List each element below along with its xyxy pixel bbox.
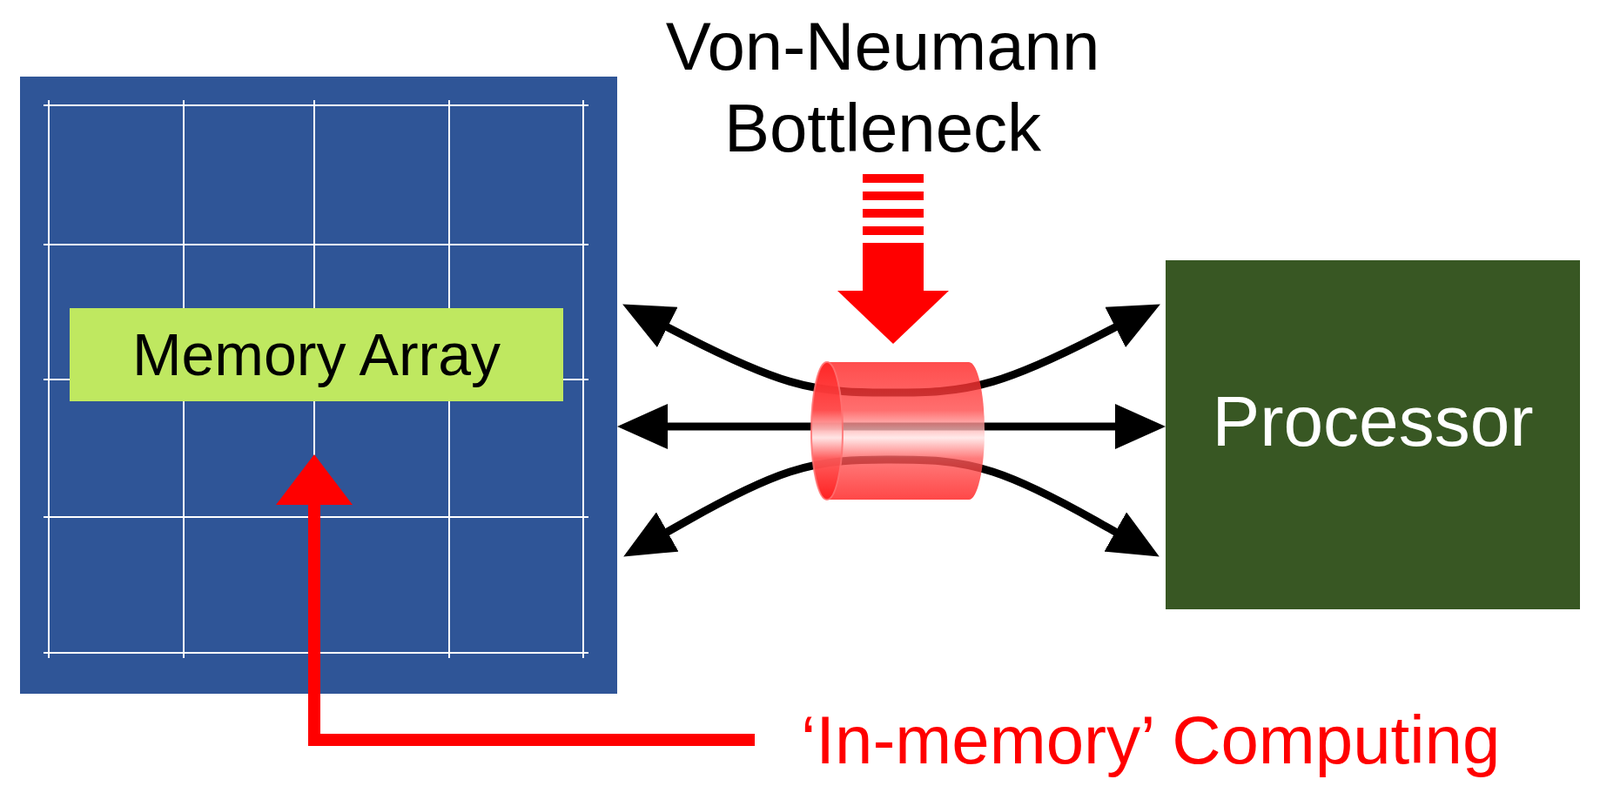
in-memory-arrowhead xyxy=(275,454,353,505)
cylinder-cap xyxy=(811,362,843,500)
in-memory-label: ‘In-memory’ Computing xyxy=(800,702,1500,778)
pointer-arrowhead xyxy=(837,290,949,344)
dash-stripe xyxy=(862,208,924,218)
bottleneck-cylinder xyxy=(811,362,985,500)
in-memory-pointer xyxy=(314,503,755,740)
label-patch: Memory Array xyxy=(69,308,564,402)
grid-line xyxy=(43,243,589,246)
label-text: ‘In-memory’ Computing xyxy=(800,702,1500,778)
bottleneck-callout: Von-Neumann Bottleneck xyxy=(638,5,1127,169)
dash-stripe xyxy=(862,174,924,183)
arrow-shaft xyxy=(862,242,924,292)
processor-box: Processor xyxy=(1165,260,1580,610)
node-text: Memory Array xyxy=(132,320,501,389)
dash-stripe xyxy=(862,226,924,236)
dash-stripe xyxy=(862,191,924,201)
node-text: Processor xyxy=(1211,380,1533,463)
grid-line xyxy=(43,104,589,107)
label-text: Von-Neumann Bottleneck xyxy=(638,5,1127,169)
connector-group xyxy=(665,326,1117,533)
memory-array-block: Memory Array xyxy=(20,76,618,694)
